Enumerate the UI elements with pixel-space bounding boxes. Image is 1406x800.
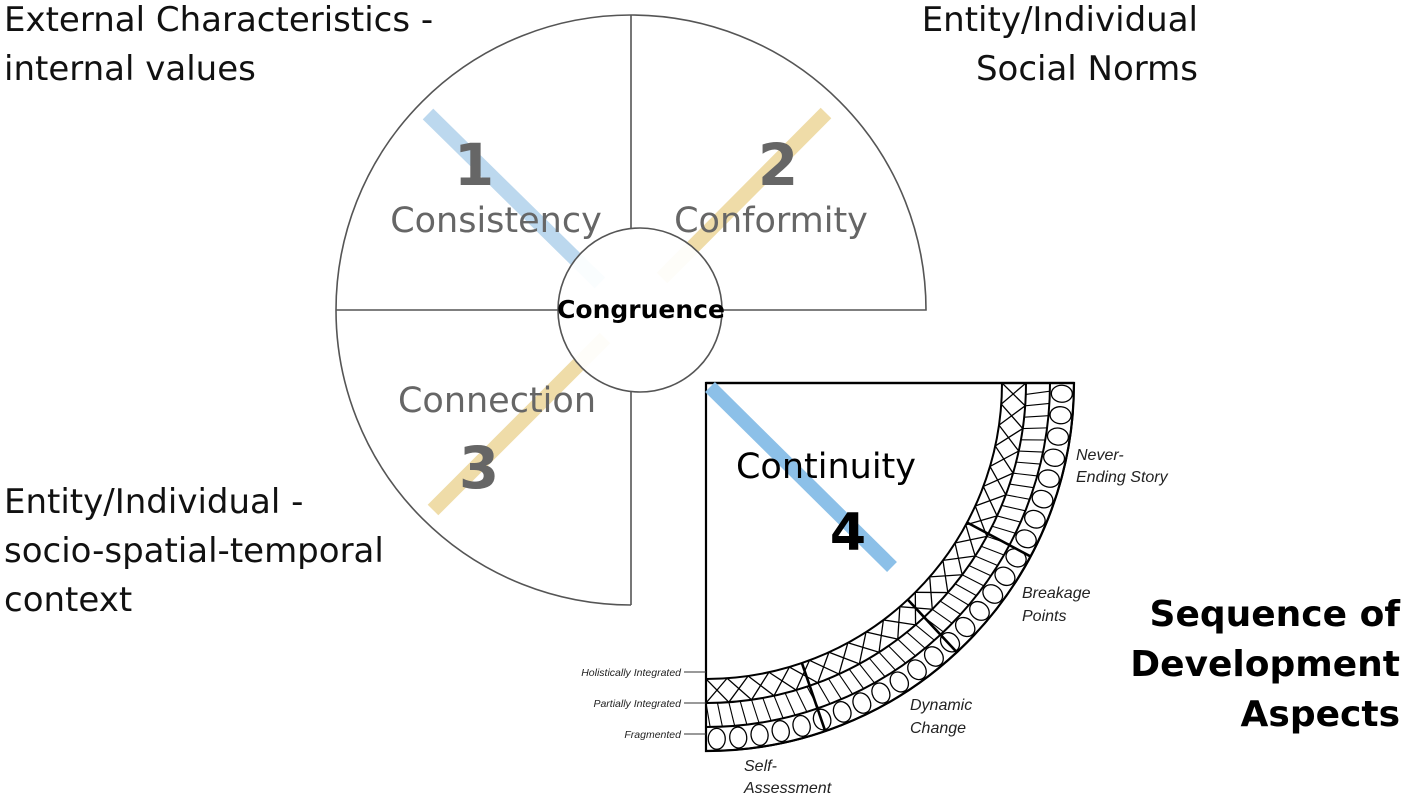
congruence-label: Congruence bbox=[557, 295, 725, 324]
connection-bar bbox=[427, 332, 611, 516]
quadrant-number-2: 2 bbox=[758, 131, 798, 199]
label-external-characteristics: External Characteristics - internal valu… bbox=[4, 0, 434, 89]
ring-label-holistic: Holistically Integrated bbox=[581, 667, 682, 679]
quadrant-name-consistency: Consistency bbox=[390, 201, 602, 241]
consistency-bar bbox=[422, 108, 606, 289]
label-socio-spatial-context: Entity/Individual - socio-spatial-tempor… bbox=[4, 482, 384, 620]
ring-labels: Holistically Integrated Partially Integr… bbox=[581, 667, 706, 741]
quadrant-name-connection: Connection bbox=[398, 381, 596, 421]
quadrant-name-conformity: Conformity bbox=[674, 201, 868, 241]
congruence-circle bbox=[557, 227, 723, 393]
quadrant-number-1: 1 bbox=[454, 131, 494, 199]
quadrant-number-4: 4 bbox=[830, 503, 866, 563]
main-circle-outline bbox=[335, 14, 927, 606]
ring-label-partial: Partially Integrated bbox=[593, 698, 682, 710]
label-social-norms: Entity/Individual Social Norms bbox=[921, 0, 1198, 89]
stage-never-ending-story: Never-Ending Story bbox=[1076, 447, 1169, 486]
quadrant-number-3: 3 bbox=[459, 434, 499, 502]
continuity-bar bbox=[705, 382, 897, 572]
ring-label-fragmented: Fragmented bbox=[624, 729, 682, 741]
continuity-outline bbox=[704, 381, 1076, 753]
sequence-title: Sequence of Development Aspects bbox=[1130, 594, 1400, 735]
quadrant-name-continuity: Continuity bbox=[736, 447, 916, 487]
stage-self-assessment: Self-Assessment bbox=[743, 758, 832, 797]
continuity-panel: Continuity 4 bbox=[704, 381, 1076, 753]
